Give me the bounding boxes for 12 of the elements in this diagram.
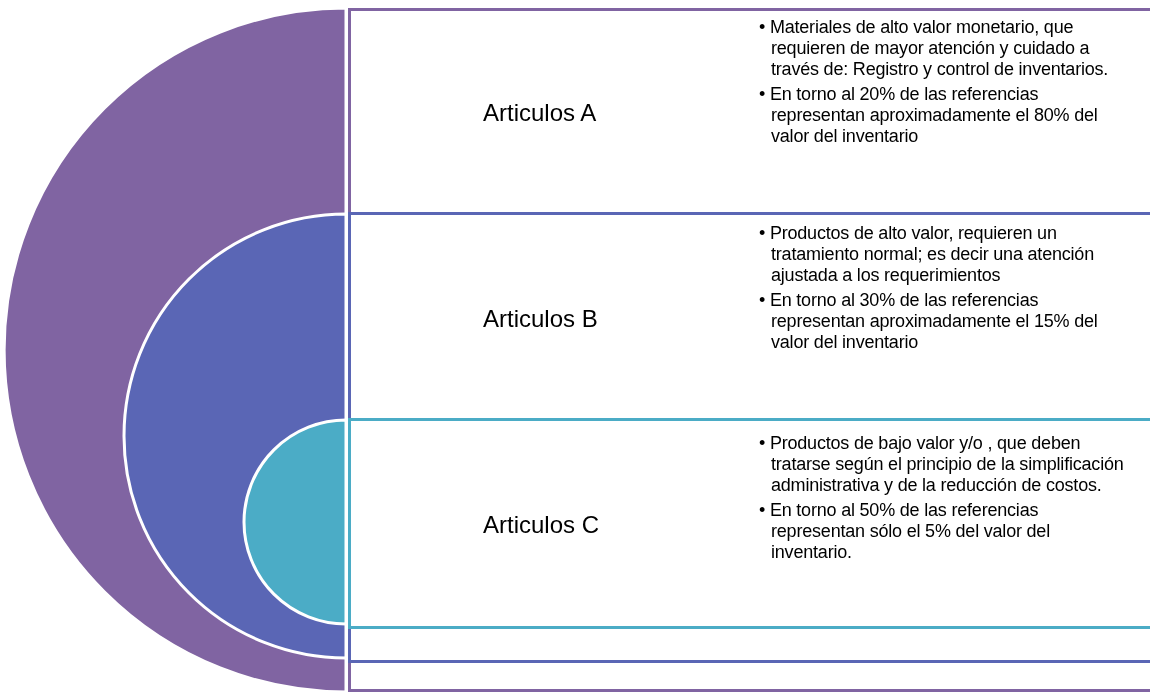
bullet-text: • En torno al 30% de las referencias representan aproximadamente el 15% del valor del inventario <box>759 290 1099 353</box>
bullet-text: • En torno al 50% de las referencias representan sólo el 5% del valor del inventario. <box>759 500 1051 563</box>
bullet-text: • En torno al 20% de las referencias representan aproximadamente el 80% del valor del inventario <box>759 84 1099 147</box>
bullet-text: • Productos de bajo valor y/o , que deben tratarse según el principio de la simplificación administrativa y de la reducción de costos. <box>759 433 1125 496</box>
category-title: Articulos C <box>483 511 600 539</box>
bullet-text: • Materiales de alto valor monetario, que requieren de mayor atención y cuidado a través de: Registro y control de inventarios. <box>759 17 1110 80</box>
category-title: Articulos B <box>483 305 598 333</box>
category-band <box>348 212 1150 663</box>
category-band <box>348 418 1150 629</box>
category-band <box>348 8 1150 692</box>
category-title: Articulos A <box>483 99 597 127</box>
bullet-text: • Productos de alto valor, requieren un tratamiento normal; es decir una atención ajustada a los requerimientos <box>759 223 1095 286</box>
